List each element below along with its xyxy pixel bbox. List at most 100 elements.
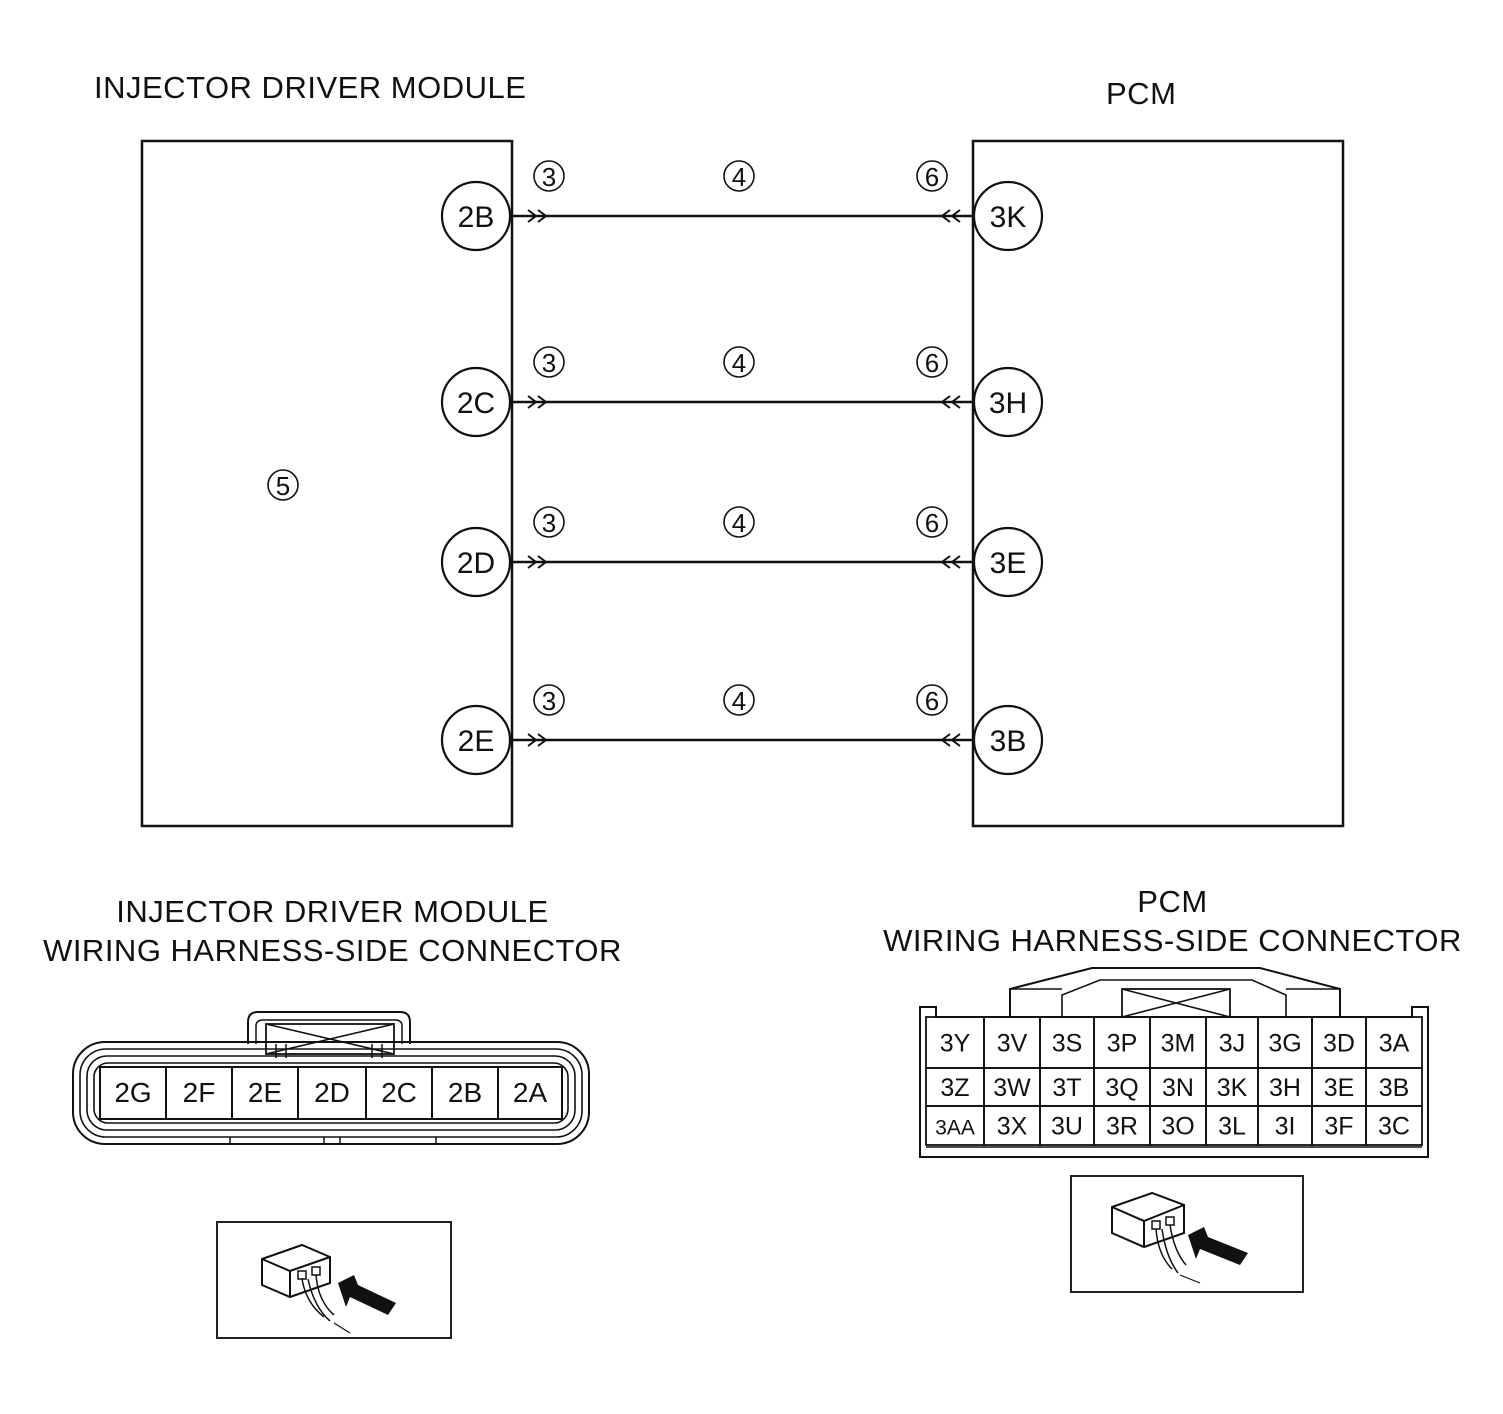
wire-row: 2D 3E 3 4 6 [440, 506, 1044, 598]
svg-text:3Y: 3Y [940, 1030, 971, 1058]
pcm-connector-pin: 3N [1149, 1067, 1207, 1107]
pcm-connector-pin: 3I [1257, 1105, 1313, 1146]
pcm-connector-pin: 3J [1205, 1016, 1259, 1069]
pcm-connector-pin: 3V [983, 1016, 1041, 1069]
pcm-connector-pin: 3Q [1093, 1067, 1151, 1107]
svg-text:6: 6 [925, 508, 939, 538]
pcm-connector-pin: 3AA [925, 1105, 985, 1146]
svg-text:3S: 3S [1052, 1030, 1083, 1058]
svg-text:2D: 2D [457, 547, 495, 580]
pcm-side-marker: 6 [916, 346, 948, 378]
svg-text:3P: 3P [1107, 1030, 1138, 1058]
pcm-module-box [971, 139, 1345, 828]
pcm-connector-pin: 3R [1093, 1105, 1151, 1146]
svg-text:2G: 2G [114, 1077, 151, 1108]
pcm-connector-view-icon-box [1070, 1175, 1304, 1293]
svg-text:3: 3 [542, 508, 556, 538]
pcm-side-double-arrow [940, 395, 961, 409]
wire-marker: 4 [723, 506, 755, 538]
pcm-side-double-arrow [940, 733, 961, 747]
svg-text:2B: 2B [458, 201, 495, 234]
svg-text:3R: 3R [1106, 1113, 1138, 1141]
pcm-side-marker: 6 [916, 684, 948, 716]
pcm-connector-pin: 3M [1149, 1016, 1207, 1069]
pcm-title: PCM [1106, 76, 1177, 111]
idm-side-double-arrow [527, 555, 548, 569]
svg-text:3O: 3O [1161, 1113, 1194, 1141]
svg-text:3H: 3H [989, 387, 1027, 420]
pcm-connector-pin: 3C [1365, 1105, 1423, 1146]
idm-terminal: 2B [440, 180, 512, 252]
idm-connector-pin: 2C [365, 1066, 433, 1120]
svg-text:2E: 2E [458, 725, 495, 758]
idm-side-double-arrow [527, 209, 548, 223]
module-marker: 5 [267, 469, 299, 501]
svg-text:3D: 3D [1323, 1030, 1355, 1058]
connector-view-arrow-icon [1111, 1191, 1248, 1284]
svg-text:4: 4 [732, 162, 746, 192]
idm-connector-pin: 2E [231, 1066, 299, 1120]
svg-text:2F: 2F [183, 1077, 216, 1108]
idm-terminal: 2D [440, 526, 512, 598]
svg-text:2B: 2B [448, 1077, 482, 1108]
svg-text:3B: 3B [990, 725, 1027, 758]
pcm-connector-pin: 3A [1365, 1016, 1423, 1069]
svg-text:3A: 3A [1379, 1030, 1410, 1058]
pcm-connector-pin: 3S [1039, 1016, 1095, 1069]
pcm-connector-title-line1: PCM [1137, 884, 1208, 919]
svg-text:3V: 3V [997, 1030, 1028, 1058]
pcm-connector-pin: 3E [1311, 1067, 1367, 1107]
svg-text:3W: 3W [993, 1074, 1031, 1102]
svg-text:3L: 3L [1218, 1113, 1246, 1141]
idm-title: INJECTOR DRIVER MODULE [94, 70, 527, 105]
idm-module-box [140, 139, 514, 828]
svg-text:3F: 3F [1324, 1113, 1353, 1141]
pcm-terminal: 3H [972, 366, 1044, 438]
idm-connector-view-icon-box [216, 1221, 452, 1339]
idm-side-marker: 3 [533, 506, 565, 538]
pcm-side-double-arrow [940, 209, 961, 223]
idm-side-marker: 3 [533, 160, 565, 192]
idm-connector-pin: 2A [497, 1066, 563, 1120]
svg-text:3E: 3E [1324, 1074, 1355, 1102]
svg-text:3Q: 3Q [1105, 1074, 1138, 1102]
pcm-terminal: 3K [972, 180, 1044, 252]
wire-marker: 4 [723, 684, 755, 716]
pcm-connector-title-line2: WIRING HARNESS-SIDE CONNECTOR [883, 923, 1462, 958]
pcm-terminal: 3B [972, 704, 1044, 776]
idm-side-double-arrow [527, 733, 548, 747]
pcm-connector-pin: 3X [983, 1105, 1041, 1146]
svg-text:3X: 3X [997, 1113, 1028, 1141]
svg-text:2C: 2C [381, 1077, 417, 1108]
connector-view-arrow-icon [261, 1243, 396, 1334]
pcm-connector-pin: 3Z [925, 1067, 985, 1107]
idm-side-marker: 3 [533, 684, 565, 716]
pcm-connector-pin: 3L [1205, 1105, 1259, 1146]
svg-text:3: 3 [542, 686, 556, 716]
svg-text:4: 4 [732, 686, 746, 716]
pcm-terminal: 3E [972, 526, 1044, 598]
idm-side-double-arrow [527, 395, 548, 409]
pcm-connector-pin: 3T [1039, 1067, 1095, 1107]
pcm-connector-pin: 3Y [925, 1016, 985, 1069]
idm-connector-title-line2: WIRING HARNESS-SIDE CONNECTOR [43, 933, 622, 968]
pcm-connector-pin: 3B [1365, 1067, 1423, 1107]
idm-connector-pin: 2F [165, 1066, 233, 1120]
svg-text:3G: 3G [1268, 1030, 1301, 1058]
pcm-connector-pin: 3D [1311, 1016, 1367, 1069]
svg-text:3U: 3U [1051, 1113, 1083, 1141]
idm-connector-pin: 2B [431, 1066, 499, 1120]
idm-side-marker: 3 [533, 346, 565, 378]
svg-text:3K: 3K [990, 201, 1027, 234]
svg-text:3Z: 3Z [940, 1074, 969, 1102]
wire-marker: 4 [723, 160, 755, 192]
wire-marker: 4 [723, 346, 755, 378]
pcm-connector-pin: 3K [1205, 1067, 1259, 1107]
svg-text:3: 3 [542, 162, 556, 192]
